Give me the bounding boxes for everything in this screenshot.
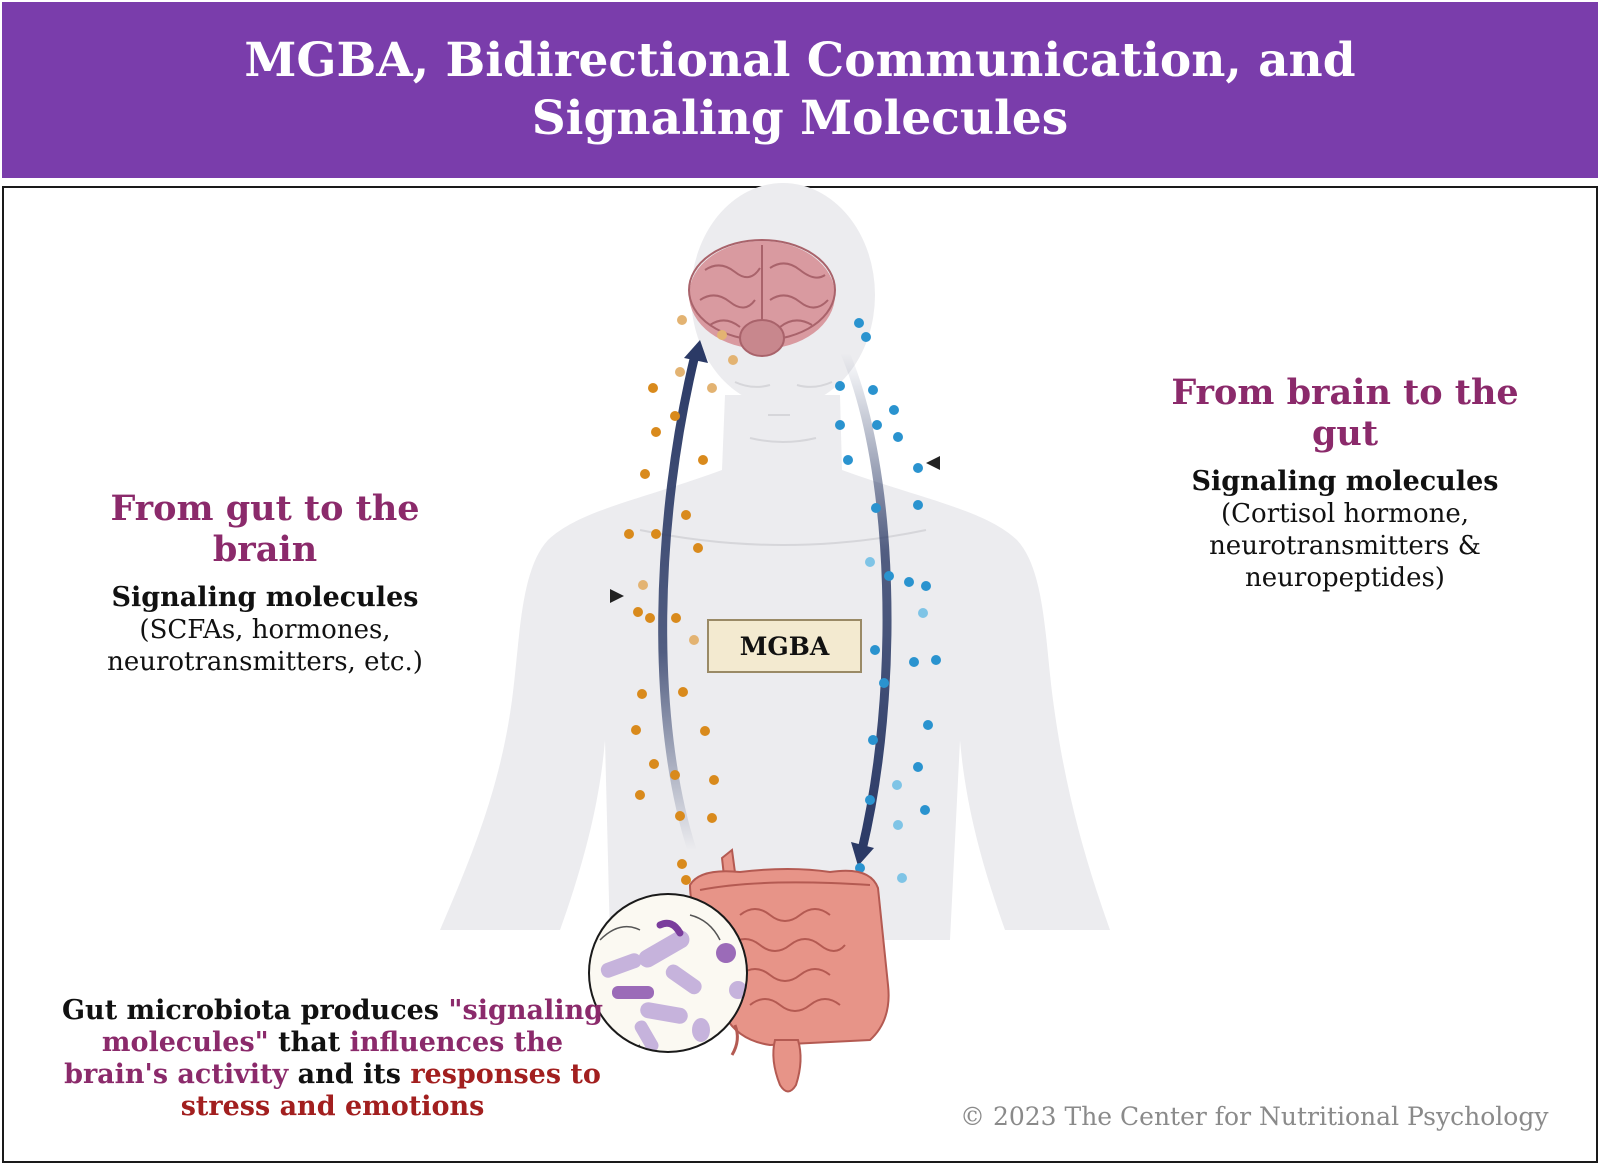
gut-to-brain-block: From gut to the brain Signaling molecule…: [60, 488, 470, 678]
page-title: MGBA, Bidirectional Communication, and S…: [244, 33, 1356, 146]
mgba-label-box: MGBA: [707, 619, 862, 673]
brain-to-gut-arrow: [840, 348, 892, 866]
blue-signaling-molecules: [835, 318, 941, 883]
caption-emphasis: responses to stress and emotions: [180, 1059, 601, 1122]
caption-text: Gut microbiota produces: [62, 995, 449, 1026]
gut-to-brain-subheading: Signaling molecules: [111, 582, 419, 613]
brain-to-gut-subheading: Signaling molecules: [1191, 466, 1499, 497]
brain-to-gut-line: neuropeptides): [1245, 563, 1445, 593]
orange-signaling-molecules: [624, 315, 738, 885]
gut-to-brain-line: (SCFAs, hormones,: [139, 615, 391, 645]
brain-to-gut-heading: From brain to the gut: [1171, 372, 1519, 454]
brain-icon: [688, 239, 836, 357]
caption-text: and its: [288, 1059, 411, 1090]
caption-text: that: [268, 1027, 350, 1058]
gut-microbiota-magnifier: [588, 893, 748, 1053]
brain-to-gut-block: From brain to the gut Signaling molecule…: [1150, 372, 1540, 594]
copyright-notice: © 2023 The Center for Nutritional Psycho…: [960, 1102, 1549, 1131]
right-pointer-arrow: [926, 456, 1198, 470]
face-features: [639, 381, 927, 546]
brain-to-gut-line: (Cortisol hormone,: [1221, 499, 1469, 529]
left-pointer-arrow: [448, 589, 624, 603]
gut-to-brain-heading: From gut to the brain: [110, 488, 420, 570]
gut-to-brain-line: neurotransmitters, etc.): [107, 647, 423, 677]
caption-highlight: "signaling molecules": [101, 995, 603, 1058]
header-banner: MGBA, Bidirectional Communication, and S…: [2, 2, 1598, 178]
brain-to-gut-line: neurotransmitters &: [1209, 531, 1481, 561]
gut-to-brain-arrow: [658, 340, 708, 855]
caption-highlight: influences the brain's activity: [64, 1027, 564, 1090]
microbiota-caption: Gut microbiota produces "signaling molec…: [60, 995, 605, 1123]
